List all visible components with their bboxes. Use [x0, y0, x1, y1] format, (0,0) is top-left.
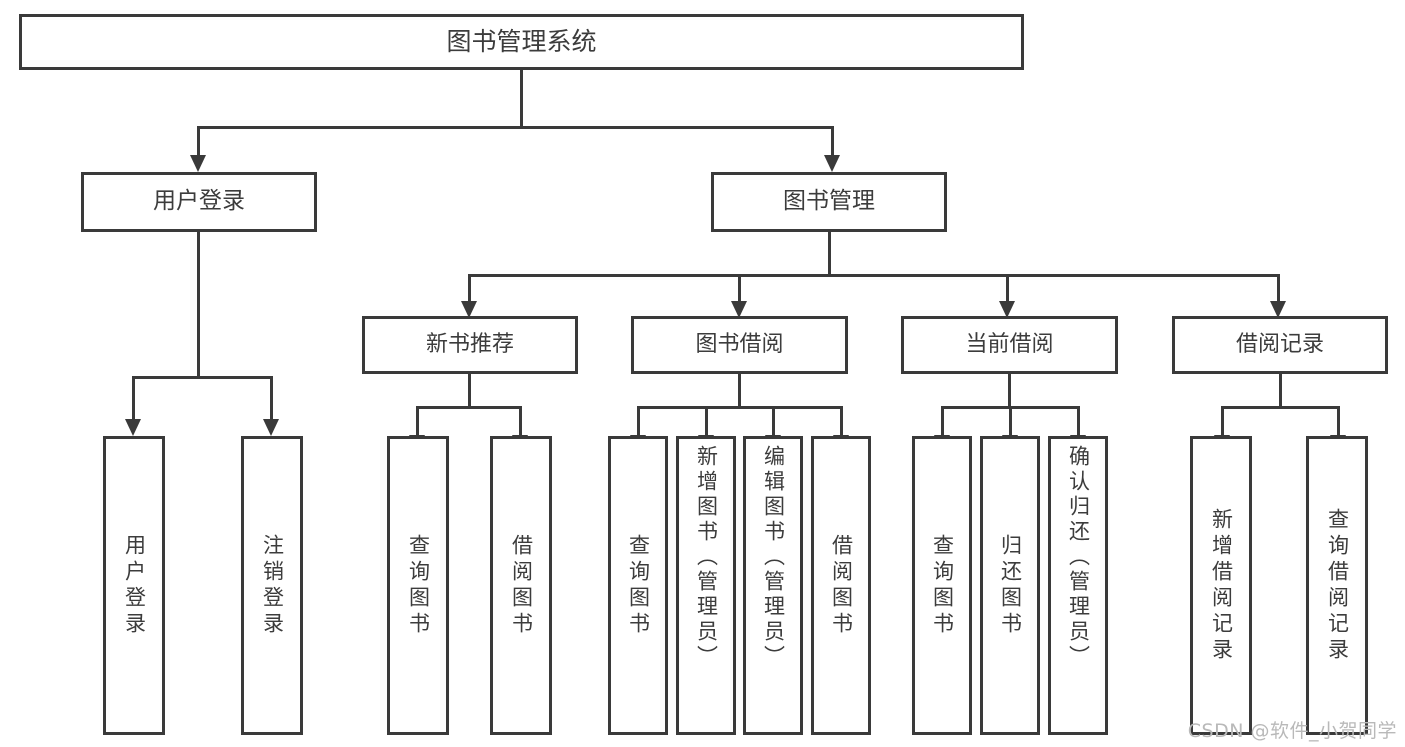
- leaf-borrow-book-newbook[interactable]: 借阅图书: [490, 436, 552, 735]
- node-root-book-management-system[interactable]: 图书管理系统: [19, 14, 1024, 70]
- connector-new-book-down: [468, 374, 471, 406]
- node-user-login[interactable]: 用户登录: [81, 172, 317, 232]
- leaf-query-book-borrow[interactable]: 查询图书: [608, 436, 668, 735]
- node-new-book-recommend[interactable]: 新书推荐: [362, 316, 578, 374]
- connector-book-borrow-bus: [637, 406, 843, 409]
- node-label: 图书借阅: [695, 332, 784, 358]
- arrowhead-tier3-4: [1270, 301, 1286, 318]
- arrowhead-tier3-2: [731, 301, 747, 318]
- leaf-return-book[interactable]: 归还图书: [980, 436, 1040, 735]
- connector-tier3-drop-1: [468, 274, 471, 302]
- leaf-add-borrow-record[interactable]: 新增借阅记录: [1190, 436, 1252, 735]
- connector-root-down: [520, 70, 523, 126]
- leaf-label: 用户登录: [122, 533, 147, 638]
- leaf-logout[interactable]: 注销登录: [241, 436, 303, 735]
- connector-tier3-drop-3: [1006, 274, 1009, 302]
- node-label: 图书管理系统: [446, 27, 597, 57]
- leaf-label: 查询图书: [930, 533, 955, 638]
- connector-new-book-drop-2: [519, 406, 522, 436]
- connector-book-borrow-drop-1: [637, 406, 640, 436]
- connector-tier3-drop-2: [738, 274, 741, 302]
- leaf-label: 确认归还（管理员）: [1066, 445, 1091, 670]
- connector-tier2-drop-1: [197, 126, 200, 156]
- connector-current-borrow-drop-3: [1077, 406, 1080, 436]
- leaf-label: 新增借阅记录: [1209, 507, 1234, 664]
- leaf-label: 注销登录: [260, 533, 285, 638]
- arrowhead-tier2-2: [824, 155, 840, 172]
- leaf-label: 借阅图书: [829, 533, 854, 638]
- arrowhead-user-login-1: [125, 419, 141, 436]
- connector-tier2-drop-2: [831, 126, 834, 156]
- leaf-borrow-book[interactable]: 借阅图书: [811, 436, 871, 735]
- leaf-label: 新增图书（管理员）: [694, 445, 719, 670]
- connector-book-borrow-drop-3: [772, 406, 775, 436]
- connector-borrow-record-down: [1279, 374, 1282, 406]
- connector-current-borrow-drop-2: [1009, 406, 1012, 436]
- connector-tier3-bus: [468, 274, 1280, 277]
- leaf-label: 借阅图书: [509, 533, 534, 638]
- node-book-management[interactable]: 图书管理: [711, 172, 947, 232]
- leaf-label: 查询借阅记录: [1325, 507, 1350, 664]
- connector-current-borrow-drop-1: [941, 406, 944, 436]
- leaf-query-book-current[interactable]: 查询图书: [912, 436, 972, 735]
- connector-book-borrow-down: [738, 374, 741, 406]
- connector-user-login-down: [197, 232, 200, 376]
- arrowhead-tier3-3: [999, 301, 1015, 318]
- leaf-confirm-return-admin[interactable]: 确认归还（管理员）: [1048, 436, 1108, 735]
- connector-borrow-record-drop-2: [1337, 406, 1340, 436]
- leaf-label: 查询图书: [406, 533, 431, 638]
- connector-tier3-drop-4: [1277, 274, 1280, 302]
- leaf-label: 归还图书: [998, 533, 1023, 638]
- connector-user-login-drop-1: [132, 376, 135, 420]
- connector-borrow-record-bus: [1221, 406, 1340, 409]
- node-book-borrow[interactable]: 图书借阅: [631, 316, 848, 374]
- node-label: 借阅记录: [1235, 332, 1324, 358]
- leaf-user-login[interactable]: 用户登录: [103, 436, 165, 735]
- leaf-query-borrow-record[interactable]: 查询借阅记录: [1306, 436, 1368, 735]
- connector-current-borrow-down: [1008, 374, 1011, 406]
- leaf-add-book-admin[interactable]: 新增图书（管理员）: [676, 436, 736, 735]
- connector-user-login-bus: [132, 376, 270, 379]
- connector-book-management-down: [828, 232, 831, 274]
- connector-new-book-bus: [416, 406, 522, 409]
- connector-tier2-bus: [197, 126, 834, 129]
- connector-user-login-drop-2: [270, 376, 273, 420]
- arrowhead-tier3-1: [461, 301, 477, 318]
- node-label: 新书推荐: [425, 332, 514, 358]
- leaf-label: 查询图书: [626, 533, 651, 638]
- connector-book-borrow-drop-2: [705, 406, 708, 436]
- connector-book-borrow-drop-4: [840, 406, 843, 436]
- node-current-borrow[interactable]: 当前借阅: [901, 316, 1118, 374]
- leaf-label: 编辑图书（管理员）: [761, 445, 786, 670]
- arrowhead-tier2-1: [190, 155, 206, 172]
- connector-new-book-drop-1: [416, 406, 419, 436]
- node-borrow-record[interactable]: 借阅记录: [1172, 316, 1388, 374]
- node-label: 当前借阅: [965, 332, 1054, 358]
- node-label: 图书管理: [783, 188, 875, 215]
- connector-borrow-record-drop-1: [1221, 406, 1224, 436]
- leaf-query-book-newbook[interactable]: 查询图书: [387, 436, 449, 735]
- arrowhead-user-login-2: [263, 419, 279, 436]
- node-label: 用户登录: [153, 188, 245, 215]
- leaf-edit-book-admin[interactable]: 编辑图书（管理员）: [743, 436, 803, 735]
